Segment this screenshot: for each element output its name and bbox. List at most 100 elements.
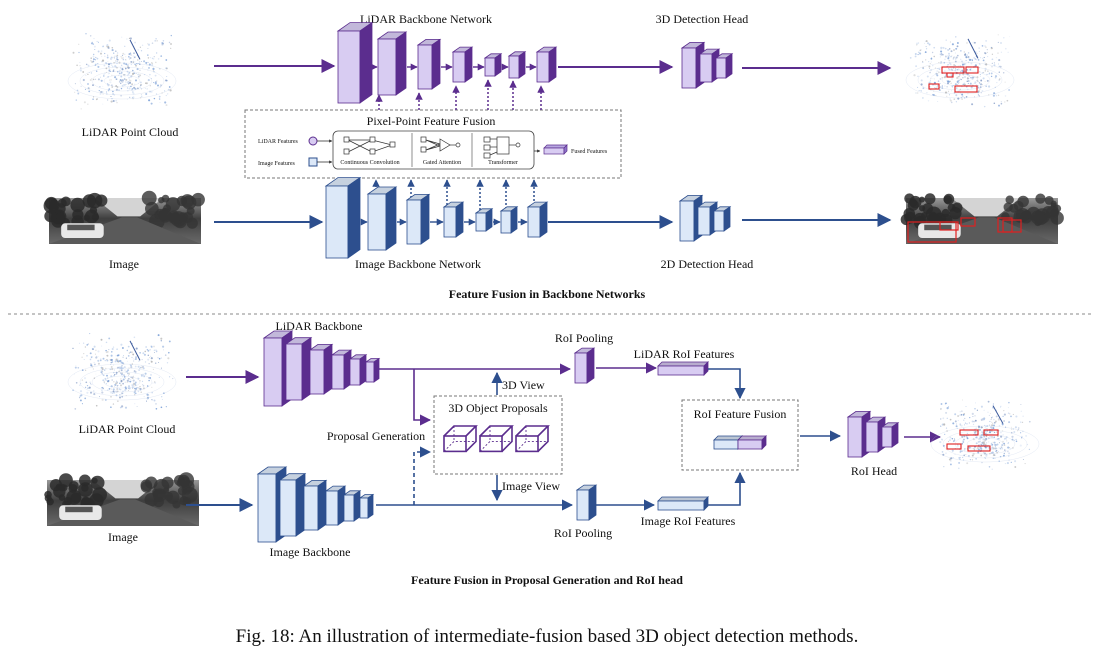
lidar-point bbox=[110, 365, 113, 369]
lidar-point bbox=[172, 378, 174, 380]
image-backbone-layer-2 bbox=[366, 186, 398, 251]
lidar-point bbox=[989, 420, 991, 422]
lidar-point bbox=[97, 362, 100, 365]
lidar-point bbox=[980, 57, 982, 59]
lidar-point bbox=[974, 41, 976, 44]
lidar-point bbox=[164, 101, 167, 104]
lidar-point bbox=[134, 365, 137, 368]
lidar-roi-vector bbox=[657, 361, 709, 376]
lidar-point bbox=[974, 432, 976, 434]
lidar-point bbox=[987, 56, 989, 58]
lidar-point bbox=[991, 424, 994, 427]
lidar-point bbox=[105, 383, 107, 385]
lidar-point bbox=[161, 41, 164, 45]
lidar-point bbox=[119, 384, 123, 387]
image-backbone-layer-5 bbox=[474, 208, 494, 232]
3d-detection-output bbox=[905, 34, 1015, 108]
lidar-point bbox=[82, 71, 85, 73]
lidar-point bbox=[156, 80, 158, 82]
lidar-point bbox=[941, 439, 943, 441]
lidar-point bbox=[988, 424, 991, 426]
lidar-point bbox=[144, 353, 146, 356]
lidar-point bbox=[115, 355, 117, 357]
lidar-point bbox=[148, 379, 150, 382]
lidar-point bbox=[933, 81, 936, 84]
lidar-point bbox=[87, 103, 89, 105]
image-roi-features-label: Image RoI Features bbox=[641, 514, 736, 528]
lidar-point bbox=[170, 34, 172, 37]
lidar-point bbox=[915, 65, 917, 67]
tree-right bbox=[140, 481, 153, 493]
lidar-point bbox=[101, 345, 103, 347]
lidar-point bbox=[959, 424, 961, 426]
lidar-point bbox=[121, 54, 124, 57]
lidar-point bbox=[991, 436, 993, 438]
lidar-point bbox=[995, 56, 998, 59]
3d-bounding-box-1 bbox=[959, 429, 979, 436]
lidar-point bbox=[96, 57, 99, 60]
lidar-point bbox=[103, 73, 105, 75]
lidar-point bbox=[998, 437, 1000, 439]
lidar-point bbox=[965, 56, 968, 59]
lidar-point bbox=[988, 466, 991, 468]
lidar-point bbox=[128, 380, 130, 382]
lidar-point bbox=[1010, 461, 1012, 464]
lidar-point bbox=[124, 78, 127, 80]
lidar-point bbox=[119, 382, 121, 384]
lidar-point bbox=[953, 439, 956, 441]
lidar-point bbox=[92, 390, 95, 392]
lidar-point bbox=[982, 444, 985, 446]
lidar-point bbox=[121, 57, 123, 59]
figure-caption: Fig. 18: An illustration of intermediate… bbox=[236, 626, 859, 647]
lidar-point bbox=[973, 420, 975, 423]
lidar-point bbox=[984, 439, 987, 441]
lidar-point bbox=[963, 419, 965, 421]
lidar-point bbox=[971, 459, 974, 461]
tree-left bbox=[924, 193, 936, 205]
lidar-point bbox=[948, 458, 951, 461]
lidar-point bbox=[75, 382, 78, 384]
lidar-point bbox=[76, 64, 78, 67]
lidar-point bbox=[1007, 451, 1009, 453]
lidar-point bbox=[1005, 47, 1007, 50]
lidar-point bbox=[1007, 446, 1010, 449]
lidar-point bbox=[980, 92, 982, 94]
lidar-point bbox=[85, 33, 87, 35]
lidar-point bbox=[85, 74, 87, 76]
tree-left bbox=[918, 205, 926, 212]
lidar-point bbox=[116, 58, 118, 60]
lidar-point bbox=[1003, 413, 1006, 416]
lidar-point bbox=[143, 60, 146, 63]
fusion-methods-group bbox=[332, 130, 535, 170]
lidar-point bbox=[120, 378, 122, 380]
lidar-point bbox=[149, 349, 151, 351]
lidar-point bbox=[122, 392, 124, 394]
lidar-point bbox=[930, 77, 932, 79]
lidar-backbone-layer-7 bbox=[535, 46, 558, 83]
lidar-point bbox=[961, 62, 964, 65]
lidar-point bbox=[990, 418, 992, 420]
lidar-point bbox=[92, 60, 95, 62]
lidar-point bbox=[947, 63, 949, 66]
lidar-point bbox=[998, 442, 1000, 444]
lidar-point bbox=[169, 89, 172, 92]
lidar-point bbox=[106, 56, 109, 59]
lidar-point bbox=[998, 59, 1001, 62]
lidar-point bbox=[968, 422, 970, 424]
lidar-point bbox=[135, 356, 137, 358]
lidar-point bbox=[112, 99, 115, 103]
lidar-point bbox=[80, 108, 82, 110]
lidar-point-cloud-label-bottom: LiDAR Point Cloud bbox=[79, 422, 176, 436]
lidar-point bbox=[948, 94, 951, 96]
lidar-point bbox=[968, 75, 970, 77]
lidar-point bbox=[108, 88, 111, 90]
lidar-point bbox=[979, 446, 982, 449]
lidar-point bbox=[118, 354, 120, 356]
lidar-point bbox=[121, 68, 123, 70]
lidar-point bbox=[109, 81, 112, 84]
lidar-point bbox=[971, 59, 973, 62]
lidar-point bbox=[149, 56, 152, 59]
lidar-point bbox=[115, 99, 118, 102]
lidar-point bbox=[107, 65, 110, 68]
